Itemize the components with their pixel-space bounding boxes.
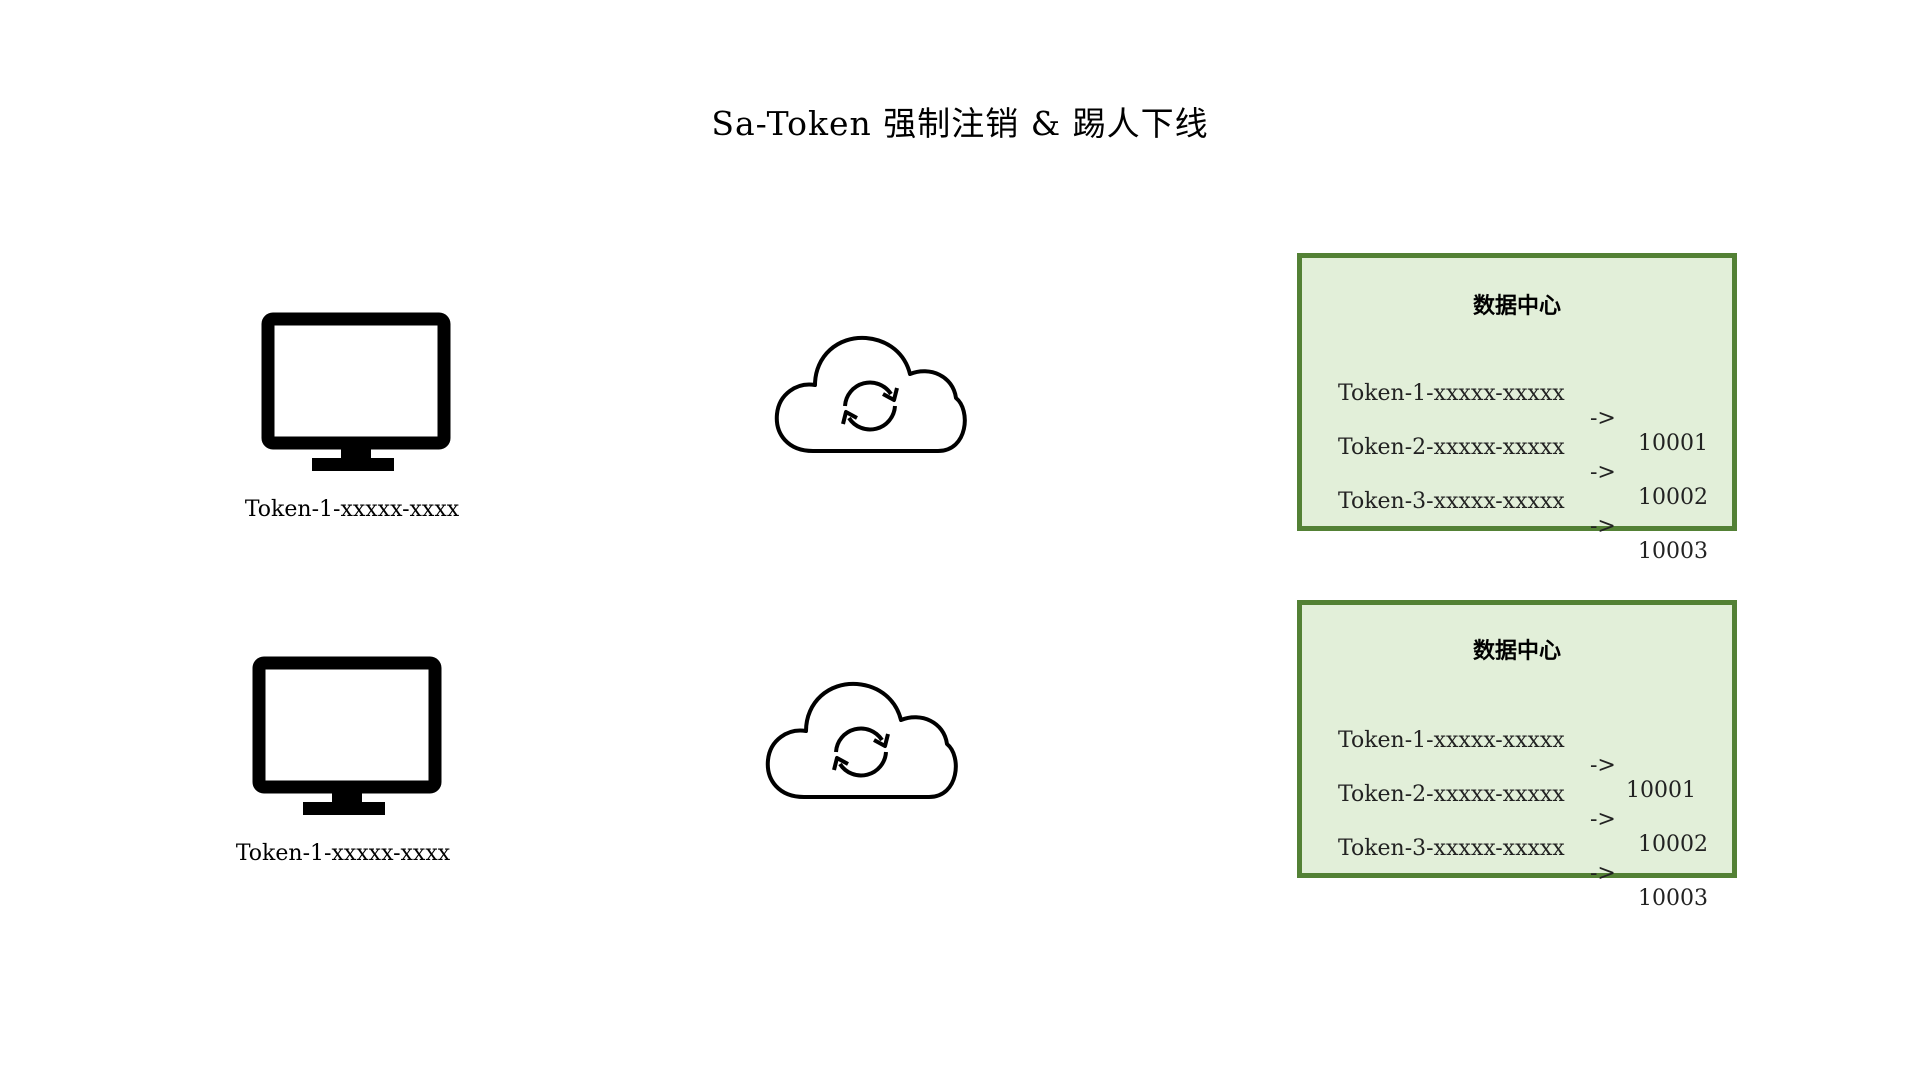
datacenter-entry: Token-2-xxxxx-xxxxx -> 10002	[1338, 757, 1708, 882]
datacenter-box-1: 数据中心 Token-1-xxxxx-xxxxx -> 10001 Token-…	[1297, 253, 1737, 564]
mapping-arrow: ->	[1590, 406, 1616, 431]
client-label-2: Token-1-xxxxx-xxxx	[235, 841, 451, 866]
token-value: Token-3-xxxxx-xxxxx	[1338, 489, 1565, 514]
datacenter-entry: Token-3-xxxxx-xxxxx -> 10003	[1338, 811, 1708, 936]
cloud-sync-icon	[765, 681, 958, 799]
token-value: Token-1-xxxxx-xxxxx	[1338, 381, 1565, 406]
token-value: Token-1-xxxxx-xxxxx	[1338, 728, 1565, 753]
user-id: 10001	[1638, 431, 1708, 456]
datacenter-entry: Token-1-xxxxx-xxxxx -> 10001	[1338, 703, 1696, 828]
client-monitor-1	[261, 312, 451, 472]
server-cloud-2	[764, 680, 958, 804]
server-cloud-1	[773, 334, 967, 458]
user-id: 10003	[1638, 539, 1708, 564]
mapping-arrow: ->	[1590, 514, 1616, 539]
datacenter-entry: Token-2-xxxxx-xxxxx -> 10002	[1338, 410, 1708, 535]
client-label-1: Token-1-xxxxx-xxxx	[244, 497, 460, 522]
mapping-arrow: ->	[1590, 807, 1616, 832]
monitor-icon	[261, 312, 451, 471]
user-id: 10002	[1638, 485, 1708, 510]
mapping-arrow: ->	[1590, 861, 1616, 886]
token-value: Token-2-xxxxx-xxxxx	[1338, 435, 1565, 460]
user-id: 10003	[1638, 886, 1708, 911]
datacenter-entry: Token-3-xxxxx-xxxxx -> 10003	[1338, 464, 1708, 589]
diagram-title: Sa-Token 强制注销 & 踢人下线	[711, 104, 1209, 143]
monitor-icon	[252, 656, 442, 815]
token-value: Token-3-xxxxx-xxxxx	[1338, 836, 1565, 861]
user-id: 10001	[1626, 778, 1696, 803]
token-value: Token-2-xxxxx-xxxxx	[1338, 782, 1565, 807]
datacenter-entry: Token-1-xxxxx-xxxxx -> 10001	[1338, 356, 1708, 481]
user-id: 10002	[1638, 832, 1708, 857]
cloud-sync-icon	[774, 335, 967, 453]
datacenter-title: 数据中心	[1472, 293, 1561, 319]
mapping-arrow: ->	[1590, 753, 1616, 778]
datacenter-box-2: 数据中心 Token-1-xxxxx-xxxxx -> 10001 Token-…	[1297, 600, 1737, 911]
mapping-arrow: ->	[1590, 460, 1616, 485]
client-monitor-2	[252, 656, 442, 816]
datacenter-title: 数据中心	[1472, 638, 1561, 664]
